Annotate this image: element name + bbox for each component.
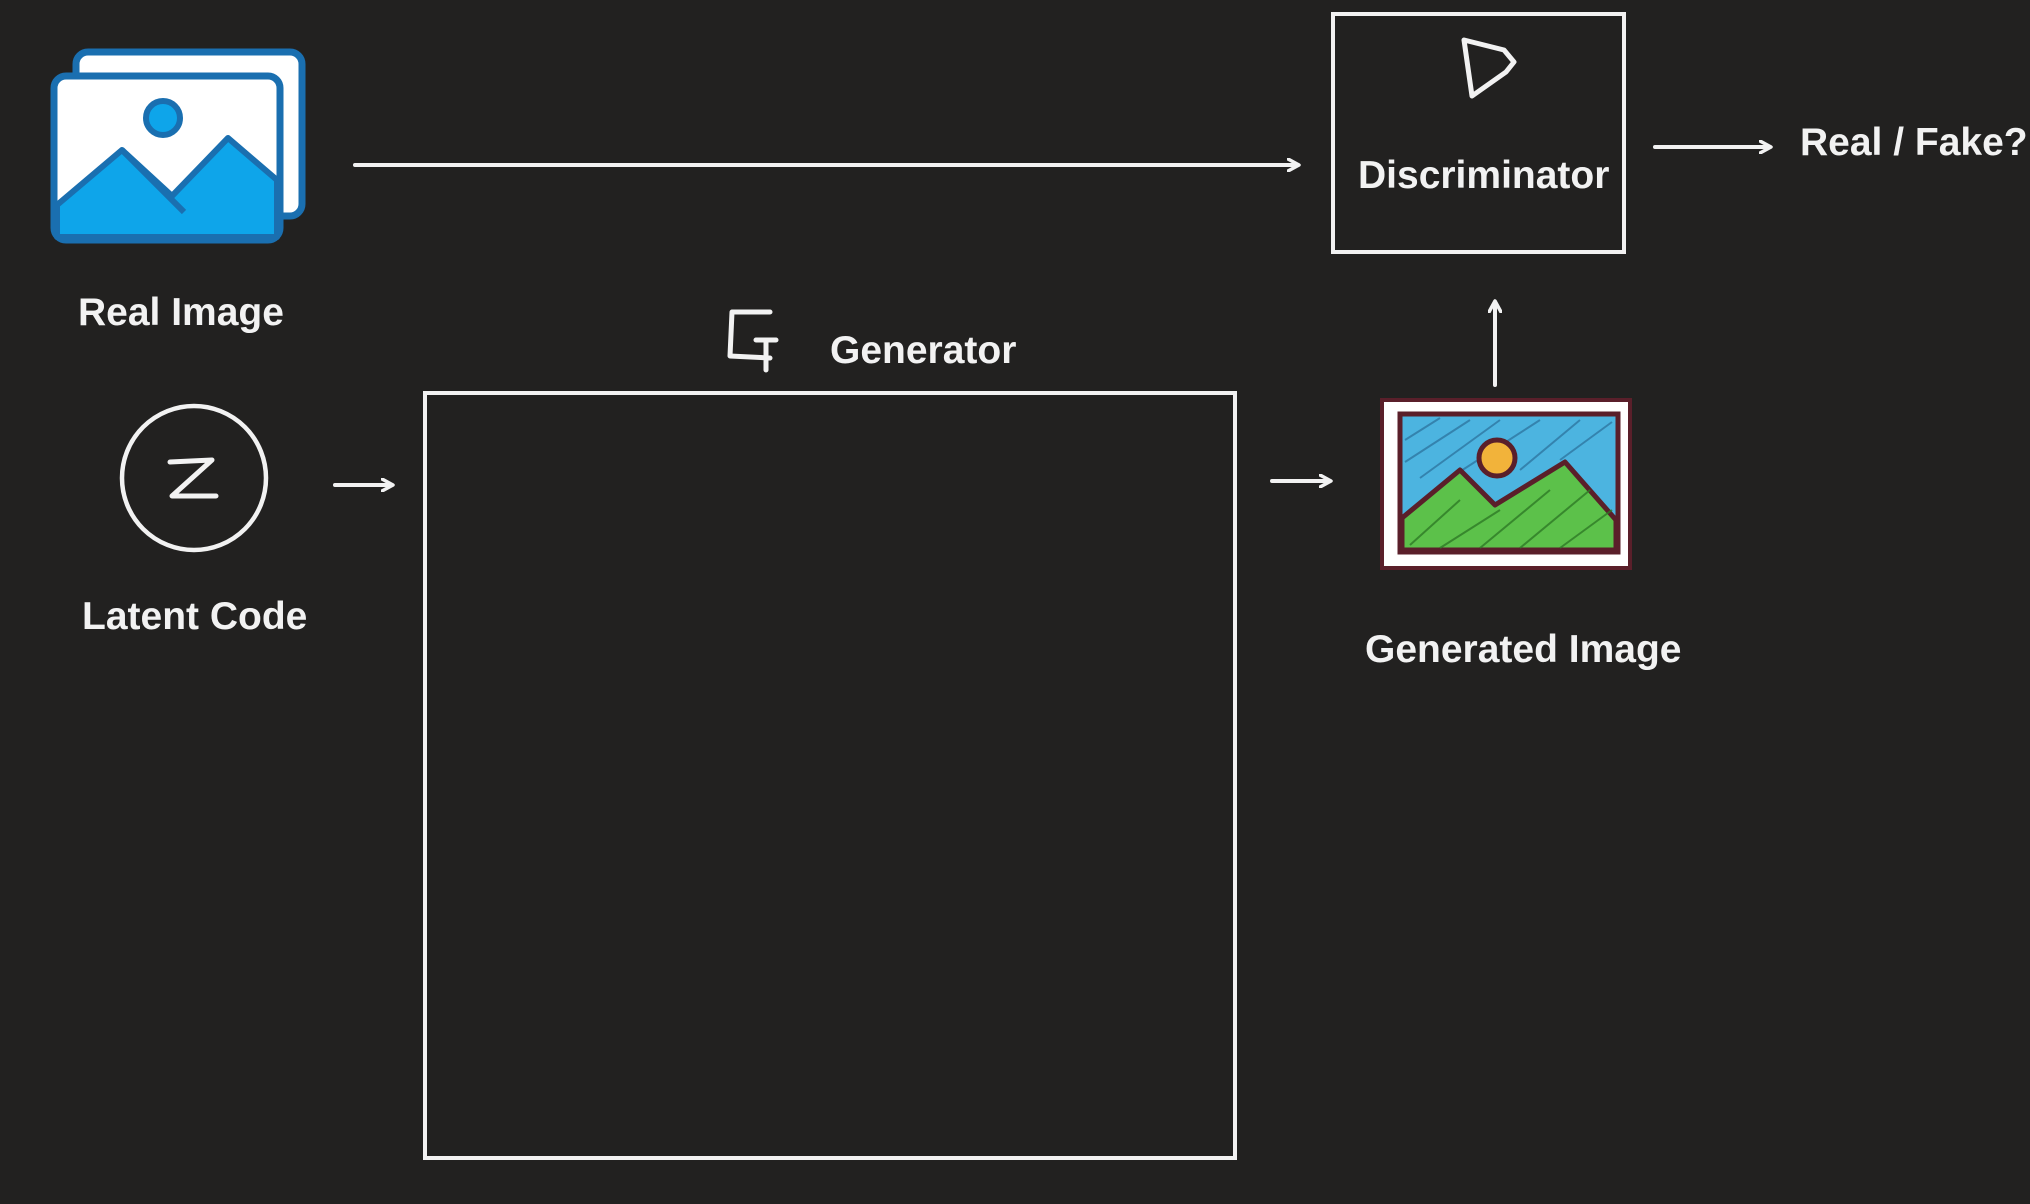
- latent-code-circle: [119, 403, 269, 553]
- real-image-label: Real Image: [78, 291, 284, 334]
- real-fake-output-label: Real / Fake?: [1800, 121, 2028, 164]
- sketched-landscape-icon: [1380, 398, 1632, 570]
- generator-box: [423, 391, 1237, 1160]
- discriminator-box: [1331, 12, 1626, 254]
- latent-z-symbol: [167, 457, 219, 499]
- generator-g-symbol: [727, 309, 779, 373]
- discriminator-d-symbol: [1461, 37, 1517, 99]
- generated-image-label: Generated Image: [1365, 628, 1682, 671]
- latent-code-label: Latent Code: [82, 595, 308, 638]
- real-image-icon: [50, 48, 306, 244]
- generator-label: Generator: [830, 329, 1017, 372]
- discriminator-label: Discriminator: [1358, 154, 1610, 197]
